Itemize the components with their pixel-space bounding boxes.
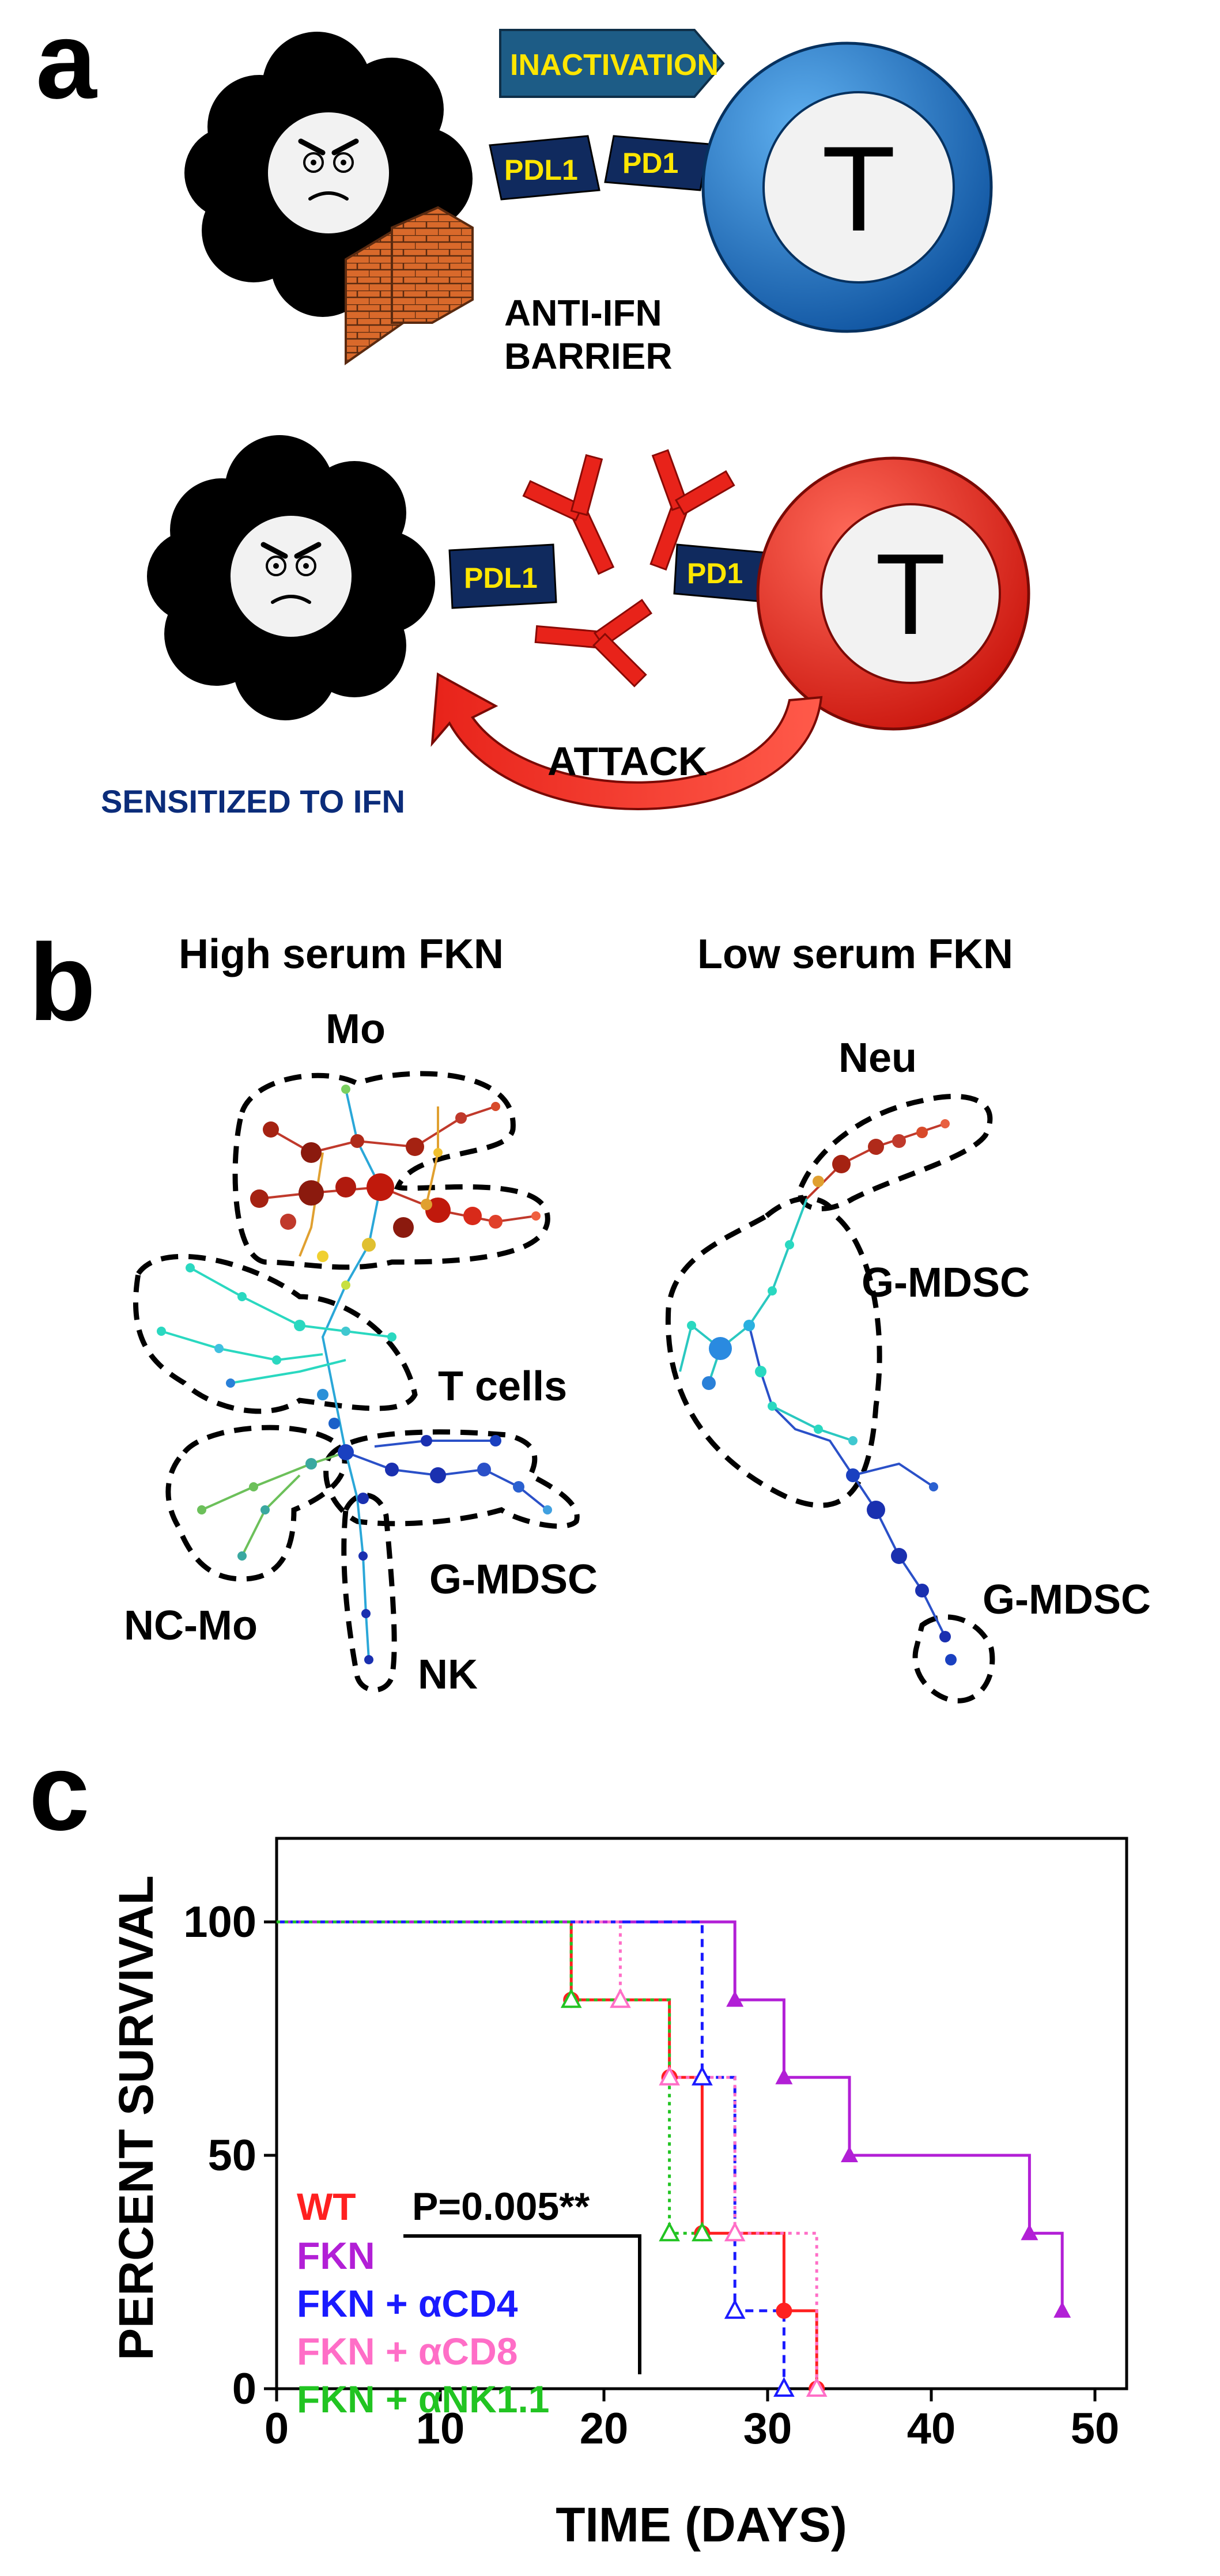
survival-plot: 0 10 20 30 40 50 0 50 100 — [183, 1837, 1128, 2453]
inactivation-label: INACTIVATION — [510, 48, 719, 82]
legend-fkn-acd8: FKN + αCD8 — [297, 2330, 518, 2373]
cluster-label-neu: Neu — [838, 1035, 917, 1081]
x-tick-label: 20 — [580, 2404, 629, 2453]
cluster-label-gmdsc-right-2: G-MDSC — [983, 1577, 1151, 1623]
legend: WT FKN FKN + αCD4 FKN + αCD8 FKN + αNK1.… — [297, 2185, 641, 2420]
pdl1-tag-bottom: PDL1 — [448, 543, 557, 609]
panel-c-letter: c — [29, 1731, 90, 1853]
panel-a-letter: a — [36, 0, 97, 122]
cluster-label-nk: NK — [418, 1652, 478, 1698]
x-axis-label: TIME (DAYS) — [556, 2498, 847, 2552]
y-tick-label: 0 — [232, 2365, 256, 2413]
series-point — [1053, 2301, 1071, 2318]
pd1-label-bottom: PD1 — [687, 557, 743, 590]
cluster-outline-gmdsc-left — [323, 1429, 580, 1529]
cluster-outline-neu — [798, 1094, 993, 1211]
y-axis-label: PERCENT SURVIVAL — [109, 1875, 163, 2360]
attack-label: ATTACK — [547, 739, 707, 784]
cluster-label-ncmo: NC-Mo — [124, 1603, 258, 1649]
left-cluster-outlines — [133, 1071, 580, 1693]
series-point — [560, 1988, 582, 2008]
right-cluster-outlines — [665, 1094, 995, 1704]
legend-fkn-acd4: FKN + αCD4 — [297, 2282, 518, 2325]
left-tree-nodes — [157, 1085, 552, 1664]
plot-axes: 0 10 20 30 40 50 0 50 100 — [183, 1898, 1119, 2453]
cluster-label-gmdsc-left: G-MDSC — [429, 1557, 598, 1603]
x-tick-label: 0 — [265, 2404, 289, 2453]
tumor-cell-bottom — [147, 435, 435, 720]
attack-arrow — [430, 672, 823, 810]
cluster-outline-gmdsc-right-main — [665, 1196, 882, 1508]
plot-frame — [275, 1837, 1128, 2390]
legend-wt: WT — [297, 2185, 356, 2228]
barrier-label-1: ANTI-IFN — [504, 292, 662, 334]
legend-fkn: FKN — [297, 2234, 375, 2277]
cluster-outline-mo — [232, 1071, 550, 1270]
panel-b-letter: b — [29, 921, 96, 1044]
x-tick-label: 40 — [907, 2404, 956, 2453]
pdl1-label-bottom: PDL1 — [464, 562, 538, 594]
series-point — [773, 2377, 795, 2397]
series-point — [806, 2377, 828, 2397]
series-point — [692, 2065, 713, 2086]
pvalue-bracket — [403, 2234, 641, 2374]
x-tick-label: 30 — [743, 2404, 792, 2453]
series-point — [692, 2222, 713, 2242]
t-cell-label-top: T — [822, 121, 896, 256]
cluster-outline-nk — [341, 1493, 397, 1693]
cluster-label-mo: Mo — [326, 1006, 386, 1052]
series-point — [776, 2302, 792, 2319]
inactivation-arrow: INACTIVATION — [499, 29, 725, 98]
pdl1-tag-top: PDL1 — [489, 135, 600, 201]
pvalue-label: P=0.005** — [412, 2185, 590, 2228]
series-point — [659, 2065, 680, 2086]
series-point — [724, 2222, 746, 2242]
anti-ifn-barrier — [345, 206, 474, 365]
x-tick-label: 10 — [416, 2404, 465, 2453]
cluster-outline-ncmo — [165, 1425, 348, 1582]
series-point — [726, 1990, 744, 2007]
pd1-label-top: PD1 — [622, 147, 678, 179]
sensitized-label: SENSITIZED TO IFN — [101, 783, 405, 819]
x-tick-label: 50 — [1071, 2404, 1120, 2453]
left-tree-title: High serum FKN — [179, 931, 504, 977]
plot-markers — [560, 1988, 1071, 2397]
t-cell-inactive: T — [701, 41, 993, 333]
cluster-label-tcells: T cells — [438, 1363, 567, 1410]
right-tree-title: Low serum FKN — [697, 931, 1013, 977]
t-cell-active: T — [756, 456, 1030, 731]
cluster-outline-gmdsc-right-small — [912, 1614, 995, 1704]
y-tick-label: 100 — [183, 1898, 256, 1947]
series-line — [277, 1920, 818, 2389]
y-tick-label: 50 — [207, 2131, 256, 2180]
t-cell-label-bottom: T — [875, 530, 946, 659]
pd1-tag-top: PD1 — [604, 135, 710, 191]
series-point — [659, 2222, 680, 2242]
series-point — [724, 2299, 746, 2319]
series-point — [1021, 2224, 1038, 2241]
series-point — [775, 2068, 793, 2084]
cluster-outline-tcells — [133, 1253, 418, 1414]
barrier-label-2: BARRIER — [504, 335, 673, 377]
pdl1-label-top: PDL1 — [504, 154, 578, 186]
cluster-label-gmdsc-right-1: G-MDSC — [862, 1260, 1030, 1306]
right-tree-nodes — [687, 1119, 957, 1665]
series-line — [277, 1920, 1064, 2311]
legend-fkn-ank: FKN + αNK1.1 — [297, 2378, 550, 2420]
series-point — [841, 2146, 858, 2162]
series-point — [610, 1988, 631, 2008]
